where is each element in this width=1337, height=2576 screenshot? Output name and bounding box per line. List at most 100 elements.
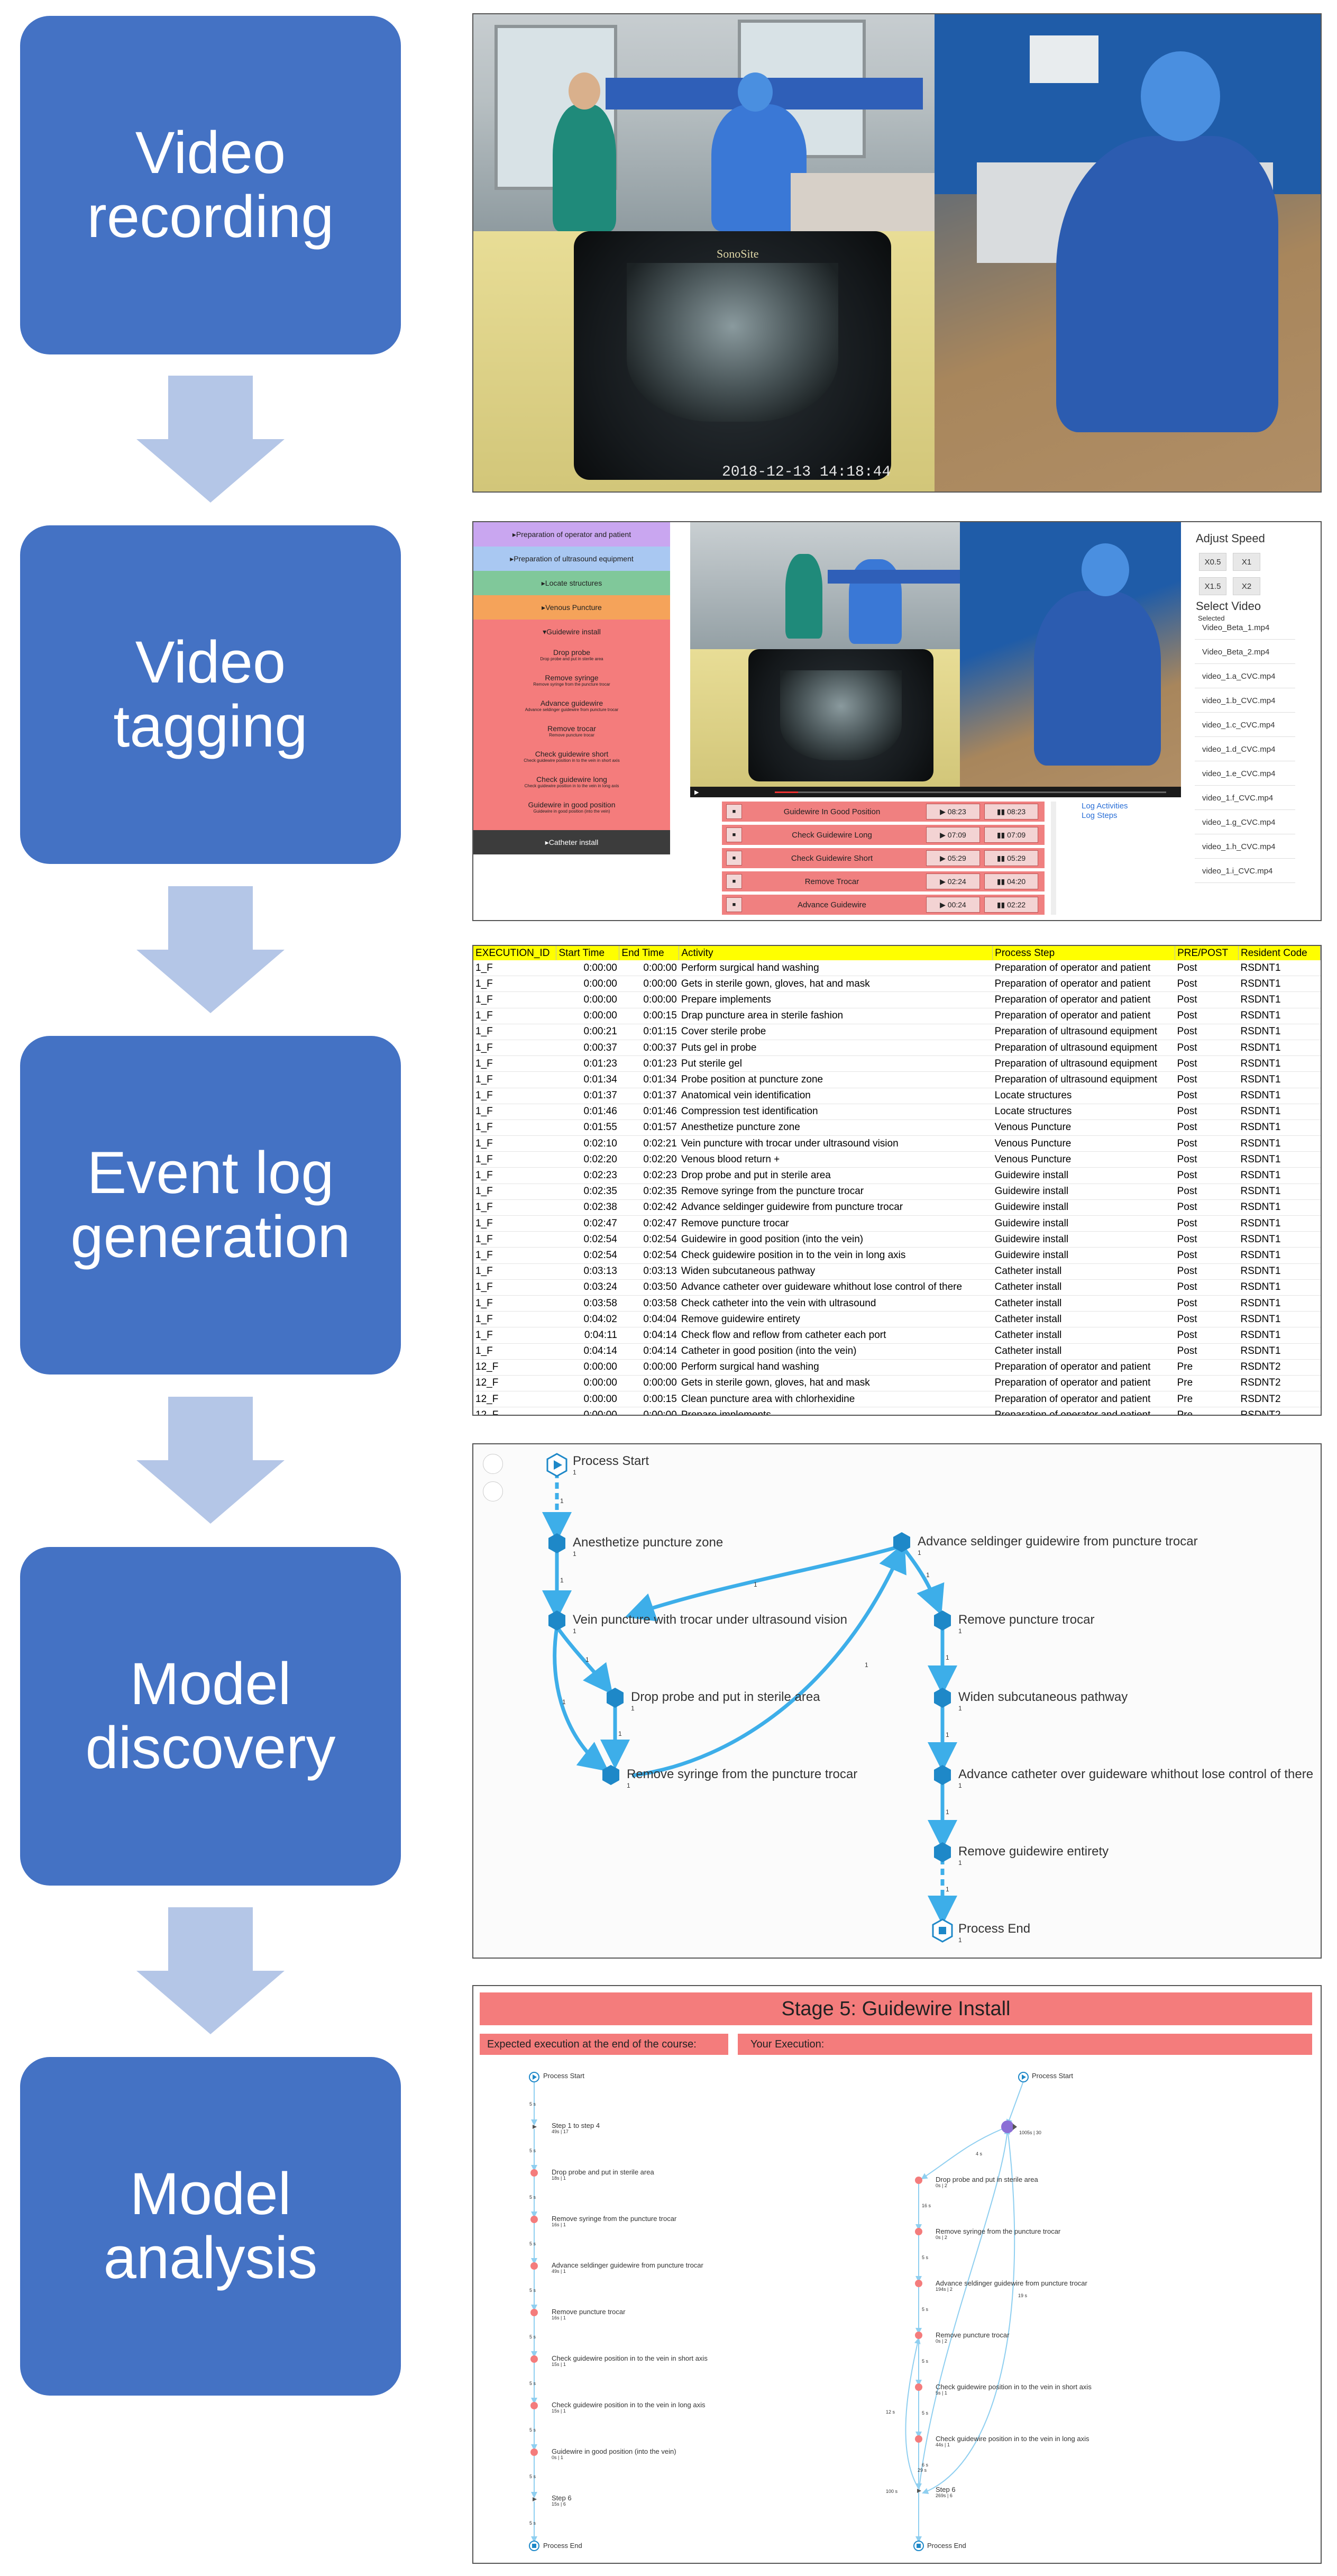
video-player[interactable]: ▶ xyxy=(690,522,1181,797)
video-list-item[interactable]: Video_Beta_1.mp4 xyxy=(1195,616,1295,640)
expected-node-label[interactable]: Process End xyxy=(543,2542,582,2550)
menu-item-catheter-install[interactable]: ▸Catheter install xyxy=(473,830,670,854)
column-header[interactable]: EXECUTION_ID xyxy=(473,946,557,960)
column-header[interactable]: Resident Code xyxy=(1238,946,1321,960)
play-icon[interactable]: ▶ xyxy=(694,789,699,796)
your-node-label[interactable]: Check guidewire position in to the vein … xyxy=(936,2435,1089,2443)
video-list-item[interactable]: video_1.e_CVC.mp4 xyxy=(1195,762,1295,786)
stop-time-button[interactable]: ▮▮ 07:09 xyxy=(984,827,1038,843)
zoom-in-icon[interactable] xyxy=(483,1454,503,1474)
node-label[interactable]: Process Start xyxy=(573,1454,649,1468)
edge-label: 1 xyxy=(585,1656,589,1663)
table-cell: 0:02:35 xyxy=(619,1184,679,1200)
video-list-item[interactable]: video_1.c_CVC.mp4 xyxy=(1195,714,1295,737)
your-node-label[interactable]: Advance seldinger guidewire from punctur… xyxy=(936,2279,1087,2287)
expected-node-label[interactable]: Step 1 to step 4 xyxy=(552,2122,600,2129)
expected-node-label[interactable]: Advance seldinger guidewire from punctur… xyxy=(552,2261,703,2269)
stop-time-button[interactable]: ▮▮ 02:22 xyxy=(984,897,1038,913)
video-list-item[interactable]: video_1.d_CVC.mp4 xyxy=(1195,738,1295,761)
menu-item-locate-structures[interactable]: ▸Locate structures xyxy=(473,571,670,595)
your-node-label[interactable]: Process End xyxy=(927,2542,966,2550)
video-list-item[interactable]: video_1.h_CVC.mp4 xyxy=(1195,835,1295,859)
activities-scrollbar[interactable] xyxy=(1051,802,1056,915)
speed-button-0.5[interactable]: X0.5 xyxy=(1199,553,1226,571)
expected-node-label[interactable]: Remove syringe from the puncture trocar xyxy=(552,2215,677,2223)
start-time-button[interactable]: ▶ 05:29 xyxy=(926,850,980,866)
seek-bar[interactable] xyxy=(775,791,1166,793)
edge-label: 16 s xyxy=(922,2203,931,2208)
start-time-button[interactable]: ▶ 08:23 xyxy=(926,804,980,820)
stop-time-button[interactable]: ▮▮ 05:29 xyxy=(984,850,1038,866)
stop-icon[interactable]: ■ xyxy=(726,897,742,912)
start-time-button[interactable]: ▶ 07:09 xyxy=(926,827,980,843)
column-header[interactable]: Activity xyxy=(679,946,993,960)
video-list-item[interactable]: video_1.g_CVC.mp4 xyxy=(1195,811,1295,834)
log-steps-link[interactable]: Log Steps xyxy=(1082,811,1118,820)
node-label[interactable]: Advance seldinger guidewire from punctur… xyxy=(918,1534,1198,1549)
stop-time-button[interactable]: ▮▮ 08:23 xyxy=(984,804,1038,820)
video-list-item[interactable]: Video_Beta_2.mp4 xyxy=(1195,641,1295,664)
speed-button-1.5[interactable]: X1.5 xyxy=(1199,577,1226,595)
column-header[interactable]: End Time xyxy=(619,946,680,960)
expected-node-label[interactable]: Check guidewire position in to the vein … xyxy=(552,2354,708,2362)
stop-icon[interactable]: ■ xyxy=(726,804,742,819)
node-label[interactable]: Process End xyxy=(958,1922,1031,1936)
column-header[interactable]: Process Step xyxy=(992,946,1176,960)
menu-item-guidewire-install[interactable]: ▾Guidewire install xyxy=(473,620,670,644)
expected-node-label[interactable]: Remove puncture trocar xyxy=(552,2308,626,2316)
speed-button-1[interactable]: X1 xyxy=(1233,553,1260,571)
node-label[interactable]: Anesthetize puncture zone xyxy=(573,1535,724,1550)
column-header[interactable]: Start Time xyxy=(556,946,620,960)
stage-label: Video tagging xyxy=(113,629,308,759)
video-list-item[interactable]: video_1.i_CVC.mp4 xyxy=(1195,860,1295,883)
video-list-item[interactable]: video_1.b_CVC.mp4 xyxy=(1195,689,1295,713)
room-camera-view xyxy=(690,522,960,649)
node-label[interactable]: Advance catheter over guideware whithout… xyxy=(958,1767,1314,1781)
node-label[interactable]: Remove puncture trocar xyxy=(958,1613,1095,1627)
table-cell: 1_F xyxy=(473,1040,556,1057)
adjust-speed-label: Adjust Speed xyxy=(1196,532,1265,545)
node-label[interactable]: Vein puncture with trocar under ultrasou… xyxy=(573,1613,847,1627)
expected-node-label[interactable]: Check guidewire position in to the vein … xyxy=(552,2401,706,2409)
start-time-button[interactable]: ▶ 00:24 xyxy=(926,897,980,913)
zoom-out-icon[interactable] xyxy=(483,1481,503,1501)
node-label[interactable]: Widen subcutaneous pathway xyxy=(958,1690,1128,1704)
stop-icon[interactable]: ■ xyxy=(726,874,742,889)
menu-item-preparation-ultrasound[interactable]: ▸Preparation of ultrasound equipment xyxy=(473,547,670,571)
your-node-label[interactable]: Remove syringe from the puncture trocar xyxy=(936,2227,1061,2235)
table-cell: RSDNT1 xyxy=(1238,1279,1321,1296)
menu-item-venous-puncture[interactable]: ▸Venous Puncture xyxy=(473,595,670,620)
video-list-item[interactable]: video_1.f_CVC.mp4 xyxy=(1195,787,1295,810)
video-controls-bar[interactable]: ▶ xyxy=(690,787,1181,797)
your-node-label[interactable]: Remove puncture trocar xyxy=(936,2331,1010,2339)
stop-icon[interactable]: ■ xyxy=(726,827,742,842)
menu-item-preparation-operator[interactable]: ▸Preparation of operator and patient xyxy=(473,522,670,547)
your-node-label[interactable]: Process Start xyxy=(1032,2072,1074,2080)
your-node-label[interactable]: Check guidewire position in to the vein … xyxy=(936,2383,1092,2391)
your-node-label[interactable]: Step 6 xyxy=(936,2486,956,2493)
expected-node-label[interactable]: Process Start xyxy=(543,2072,585,2080)
your-node-label[interactable]: Drop probe and put in sterile area xyxy=(936,2176,1038,2183)
log-activities-link[interactable]: Log Activities xyxy=(1082,802,1128,811)
stop-time-button[interactable]: ▮▮ 04:20 xyxy=(984,873,1038,889)
start-time-button[interactable]: ▶ 02:24 xyxy=(926,873,980,889)
stop-icon[interactable]: ■ xyxy=(726,851,742,866)
expected-node-label[interactable]: Drop probe and put in sterile area xyxy=(552,2168,654,2176)
node-label[interactable]: Drop probe and put in sterile area xyxy=(631,1690,820,1704)
table-cell: Cover sterile probe xyxy=(679,1024,993,1040)
node-label[interactable]: Remove syringe from the puncture trocar xyxy=(627,1767,858,1781)
expected-node-label[interactable]: Guidewire in good position (into the vei… xyxy=(552,2447,676,2455)
expected-node-label[interactable]: Step 6 xyxy=(552,2494,572,2502)
video-list-item[interactable]: video_1.a_CVC.mp4 xyxy=(1195,665,1295,688)
column-header[interactable]: PRE/POST xyxy=(1175,946,1239,960)
speed-button-2[interactable]: X2 xyxy=(1233,577,1260,595)
node-label[interactable]: Remove guidewire entirety xyxy=(958,1844,1109,1859)
